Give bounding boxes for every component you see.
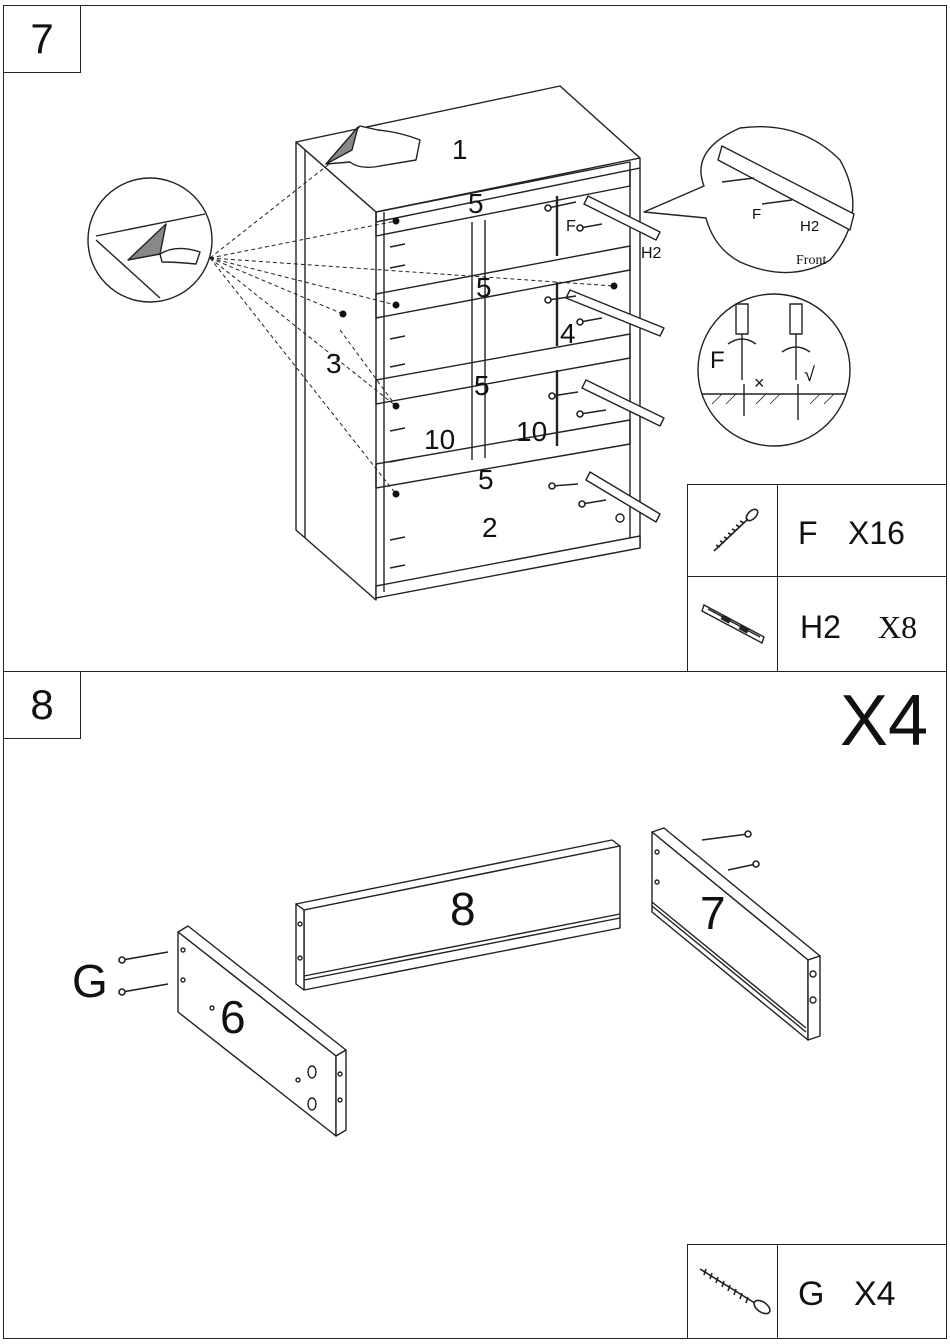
part-label-back: 7 bbox=[700, 886, 726, 940]
callout-label-h2: H2 bbox=[800, 218, 819, 235]
part-label-rail-4: 5 bbox=[478, 464, 494, 496]
part-label-panel-right: 10 bbox=[516, 416, 547, 448]
step-number: 8 bbox=[3, 671, 81, 739]
part-label-side: 6 bbox=[220, 990, 246, 1044]
repeat-count: X4 bbox=[840, 680, 928, 762]
hardware-code-g: G bbox=[798, 1275, 824, 1314]
hardware-code-f: F bbox=[798, 515, 818, 552]
hardware-icon-cell-f bbox=[687, 484, 779, 578]
screw-label-f: F bbox=[566, 218, 576, 236]
part-label-rail-2: 5 bbox=[476, 272, 492, 304]
detail-label-f: F bbox=[710, 347, 725, 375]
step-number-label: 7 bbox=[30, 15, 53, 63]
hardware-qty-h2: X8 bbox=[878, 609, 917, 646]
hardware-qty-g: X4 bbox=[854, 1275, 896, 1314]
part-label-rail-1: 5 bbox=[468, 188, 484, 220]
screw-f-icon bbox=[688, 485, 780, 579]
hardware-icon-cell-h2 bbox=[687, 576, 779, 672]
hardware-icon-cell-g bbox=[687, 1244, 779, 1339]
hardware-qty-cell-f: F X16 bbox=[777, 484, 947, 578]
screws-f bbox=[545, 202, 606, 507]
callout-label-front: Front bbox=[796, 253, 826, 269]
slide-rail-h2-icon bbox=[688, 577, 780, 673]
hardware-qty-cell-g: G X4 bbox=[777, 1244, 947, 1339]
rail-label-h2: H2 bbox=[641, 245, 661, 263]
part-label-front: 8 bbox=[450, 882, 476, 936]
wrong-mark: × bbox=[754, 373, 765, 394]
screw-g-icon bbox=[688, 1245, 780, 1340]
part-label-top: 1 bbox=[452, 134, 468, 166]
right-mark: √ bbox=[804, 364, 815, 387]
bottom-panel bbox=[376, 536, 640, 598]
hardware-qty-cell-h2: H2 X8 bbox=[777, 576, 947, 672]
hardware-qty-f: X16 bbox=[848, 515, 905, 552]
hardware-code-h2: H2 bbox=[800, 609, 841, 646]
part-label-divider: 4 bbox=[560, 318, 576, 350]
callout-label-f: F bbox=[752, 206, 761, 223]
step-number-label: 8 bbox=[30, 681, 53, 729]
part-label-rail-3: 5 bbox=[474, 370, 490, 402]
part-label-side: 3 bbox=[326, 348, 342, 380]
step-8-panel bbox=[3, 671, 947, 1339]
screw-label-g: G bbox=[72, 954, 108, 1008]
step-number: 7 bbox=[3, 5, 81, 73]
part-label-bottom: 2 bbox=[482, 512, 498, 544]
part-label-panel-left: 10 bbox=[424, 424, 455, 456]
